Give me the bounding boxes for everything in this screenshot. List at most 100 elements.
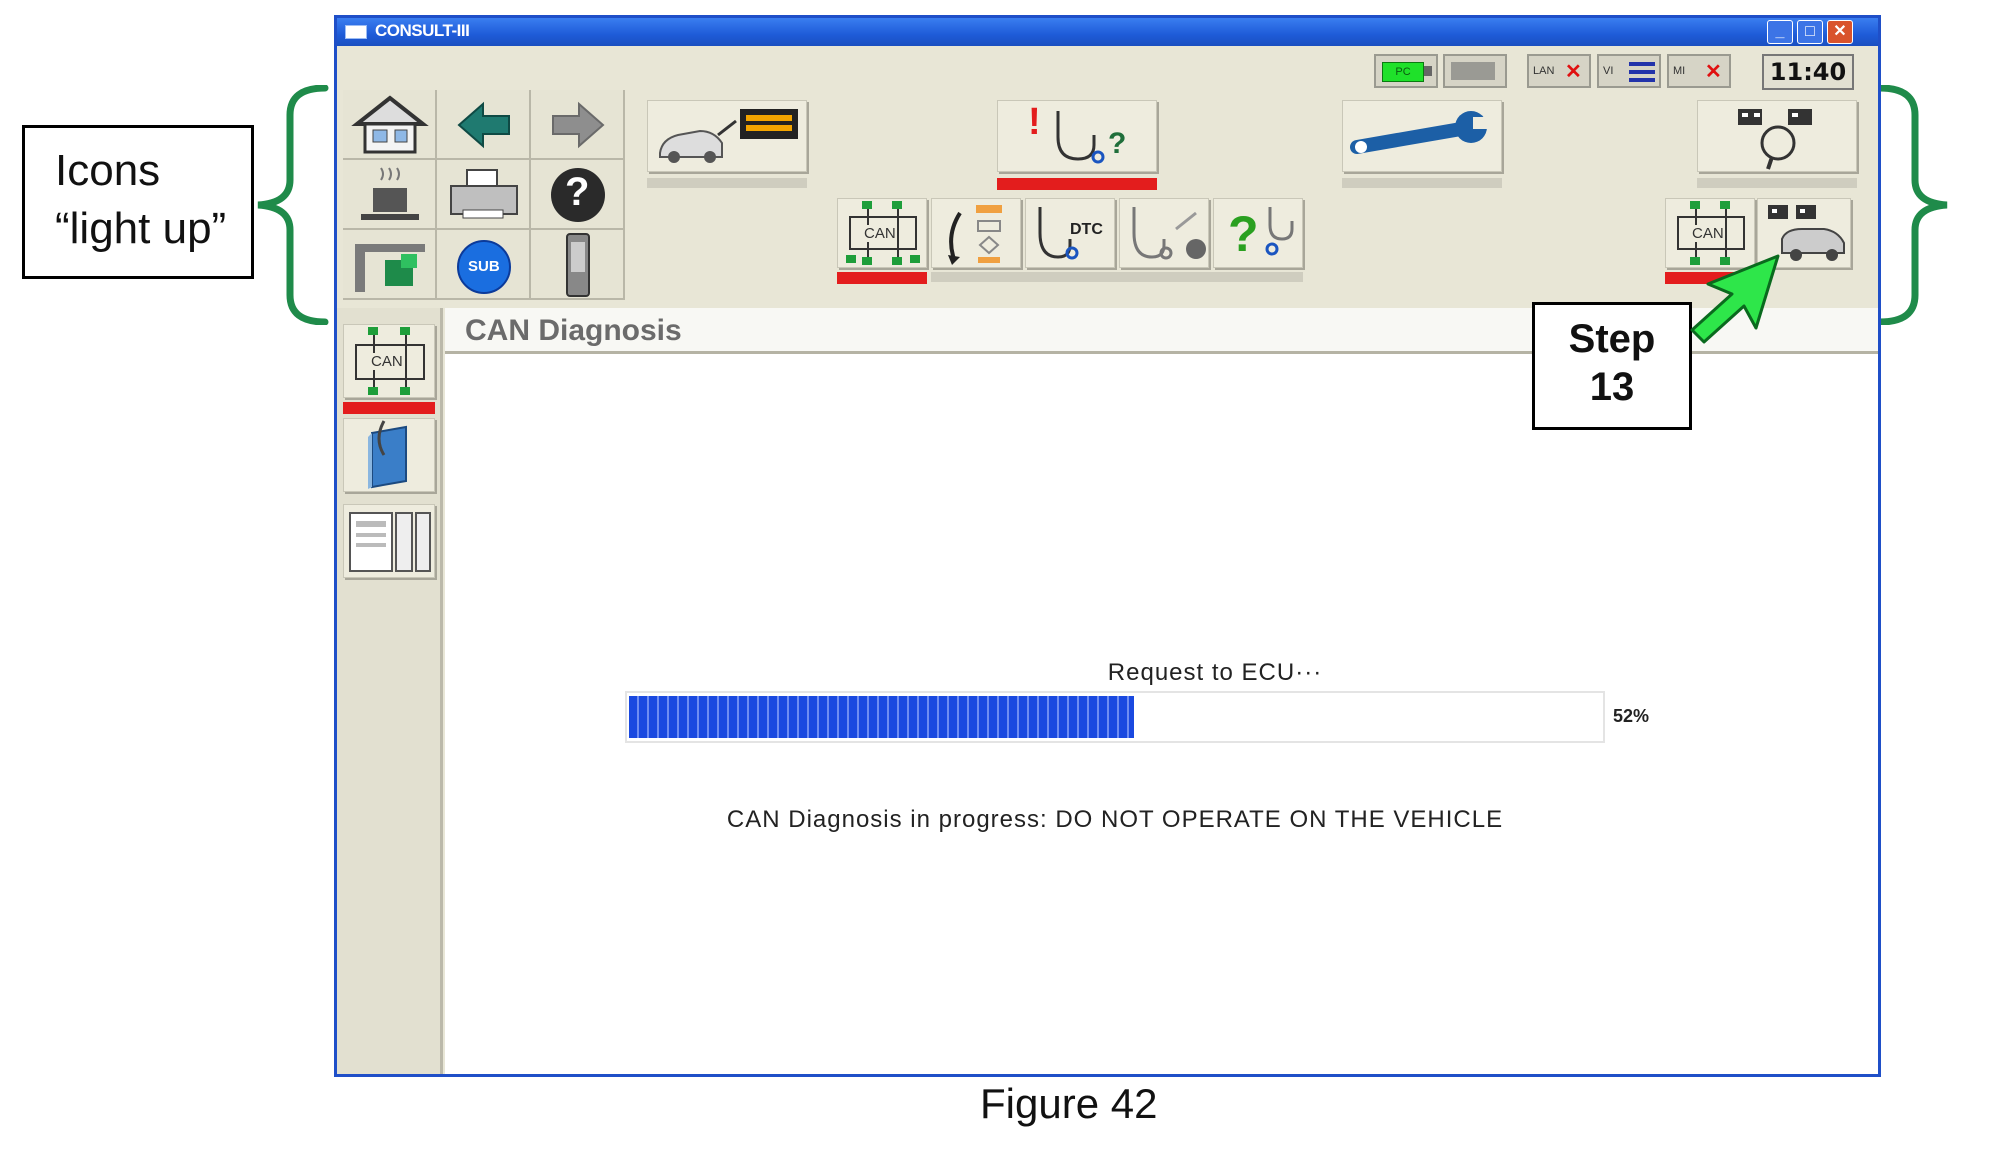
pc-status-indicator: PC xyxy=(1374,54,1438,88)
flowchart-icon xyxy=(948,205,1002,265)
battery-icon xyxy=(1451,62,1495,80)
sleep-button[interactable] xyxy=(343,160,437,230)
figure-caption: Figure 42 xyxy=(980,1080,1158,1127)
can-network-icon-right xyxy=(1677,201,1745,265)
left-report-button[interactable] xyxy=(343,504,435,578)
data-monitor-button[interactable] xyxy=(1119,198,1209,268)
active-test-button[interactable]: ? xyxy=(1213,198,1303,268)
checkered-flag-car-icon xyxy=(1768,205,1845,261)
step-callout: Step 13 xyxy=(1532,302,1692,430)
home-button[interactable] xyxy=(343,90,437,160)
vehicle-selection-button[interactable] xyxy=(647,100,807,172)
main-content: Request to ECU··· 52% CAN Diagnosis in p… xyxy=(445,354,1878,1074)
left-can-manual-button[interactable] xyxy=(343,418,435,492)
mi-indicator: MI ✕ xyxy=(1667,54,1731,88)
green-pointer-arrow-icon xyxy=(1690,254,1780,344)
back-button[interactable] xyxy=(437,90,531,160)
vehicle-selection-underline xyxy=(647,178,807,188)
stethoscope-icon xyxy=(1038,207,1079,260)
report-pages-icon xyxy=(349,512,431,572)
request-status-text: Request to ECU··· xyxy=(1107,659,1323,686)
callout-text-line1: Icons xyxy=(55,146,161,195)
callout-text-line2: “light up” xyxy=(55,204,227,253)
stethoscope-question-icon xyxy=(1056,111,1105,164)
battery-indicator xyxy=(1443,54,1507,88)
vi-signal-icon xyxy=(1629,62,1655,82)
close-button[interactable]: ✕ xyxy=(1827,20,1853,44)
minimize-button[interactable]: _ xyxy=(1767,20,1793,44)
mi-label: MI xyxy=(1673,65,1686,77)
arrow-right-icon xyxy=(552,101,605,149)
warning-text: CAN Diagnosis in progress: DO NOT OPERAT… xyxy=(726,806,1504,833)
vehicle-flag-button[interactable] xyxy=(1757,198,1851,268)
can-network-icon xyxy=(846,201,920,265)
coffee-cup-icon xyxy=(361,167,419,220)
can-network-icon-left xyxy=(355,327,425,395)
icons-light-up-callout: Icons “light up” xyxy=(22,125,254,279)
immobilizer-can-button[interactable]: CAN xyxy=(1665,198,1755,268)
window-icon xyxy=(345,25,367,39)
consult-window: CONSULT-III _ □ ✕ PC LAN ✕ VI MI ✕ 11:40 xyxy=(334,15,1881,1077)
left-curly-brace xyxy=(257,85,329,325)
left-can-active-indicator xyxy=(343,402,435,414)
lan-indicator: LAN ✕ xyxy=(1527,54,1591,88)
alert-glyph: ! xyxy=(1028,101,1041,143)
screen-capture-button[interactable] xyxy=(343,230,437,300)
manual-book-icon xyxy=(368,420,407,489)
question-green-glyph: ? xyxy=(1228,206,1259,262)
progress-fill xyxy=(629,696,1134,738)
plug-icon xyxy=(1424,66,1432,76)
sub-icon xyxy=(457,240,511,294)
can-diagnosis-active-indicator xyxy=(837,272,927,284)
question-glyph: ? xyxy=(1108,127,1127,160)
diagnosis-active-indicator xyxy=(997,178,1157,190)
right-curly-brace xyxy=(1876,85,1948,325)
dtc-label: DTC xyxy=(1070,221,1103,238)
maximize-button[interactable]: □ xyxy=(1797,20,1823,44)
progress-percent: 52% xyxy=(1613,706,1650,726)
print-button[interactable] xyxy=(437,160,531,230)
forward-button[interactable] xyxy=(531,90,625,160)
immobilizer-button[interactable] xyxy=(1697,100,1857,172)
sub-label: SUB xyxy=(468,258,500,275)
checkered-flag-key-icon xyxy=(1738,109,1812,170)
work-support-underline xyxy=(1342,178,1502,188)
diagnosis-one-system-button[interactable]: ! ? xyxy=(997,100,1157,172)
help-icon xyxy=(551,168,605,222)
lan-disconnected-icon: ✕ xyxy=(1565,61,1582,83)
flow-diagnosis-button[interactable] xyxy=(931,198,1021,268)
left-can-button[interactable]: CAN xyxy=(343,324,435,398)
page-title: CAN Diagnosis xyxy=(465,314,682,347)
help-button[interactable]: ? xyxy=(531,160,625,230)
handheld-device-icon xyxy=(566,233,590,297)
vi-device-button[interactable] xyxy=(531,230,625,300)
window-title: CONSULT-III xyxy=(375,21,470,40)
wrench-icon xyxy=(1350,111,1495,154)
lan-label: LAN xyxy=(1533,65,1555,77)
window-capture-icon xyxy=(355,244,425,292)
sub-button[interactable]: SUB xyxy=(437,230,531,300)
progress-bar xyxy=(625,691,1605,743)
can-label: CAN xyxy=(864,225,896,242)
left-function-column: CAN xyxy=(337,308,443,1074)
car-display-icon xyxy=(659,109,798,163)
question-stethoscope-icon xyxy=(1265,207,1294,256)
vi-label: VI xyxy=(1603,65,1614,77)
pc-led: PC xyxy=(1382,62,1424,82)
can-diagnosis-tab-button[interactable]: CAN xyxy=(837,198,927,268)
arrow-left-icon xyxy=(457,101,510,149)
left-can-label: CAN xyxy=(371,353,403,370)
work-support-button[interactable] xyxy=(1342,100,1502,172)
step-text-line2: 13 xyxy=(1589,365,1635,409)
immobilizer-underline xyxy=(1697,178,1857,188)
stethoscope-gauge-icon xyxy=(1132,207,1206,260)
home-icon xyxy=(351,95,429,154)
mi-disconnected-icon: ✕ xyxy=(1705,61,1722,83)
step-text-line1: Step xyxy=(1568,317,1656,361)
clock: 11:40 xyxy=(1762,54,1854,90)
dtc-button[interactable]: DTC xyxy=(1025,198,1115,268)
vi-indicator: VI xyxy=(1597,54,1661,88)
can-label-right: CAN xyxy=(1692,225,1724,242)
printer-icon xyxy=(450,169,518,219)
help-glyph: ? xyxy=(565,170,590,214)
